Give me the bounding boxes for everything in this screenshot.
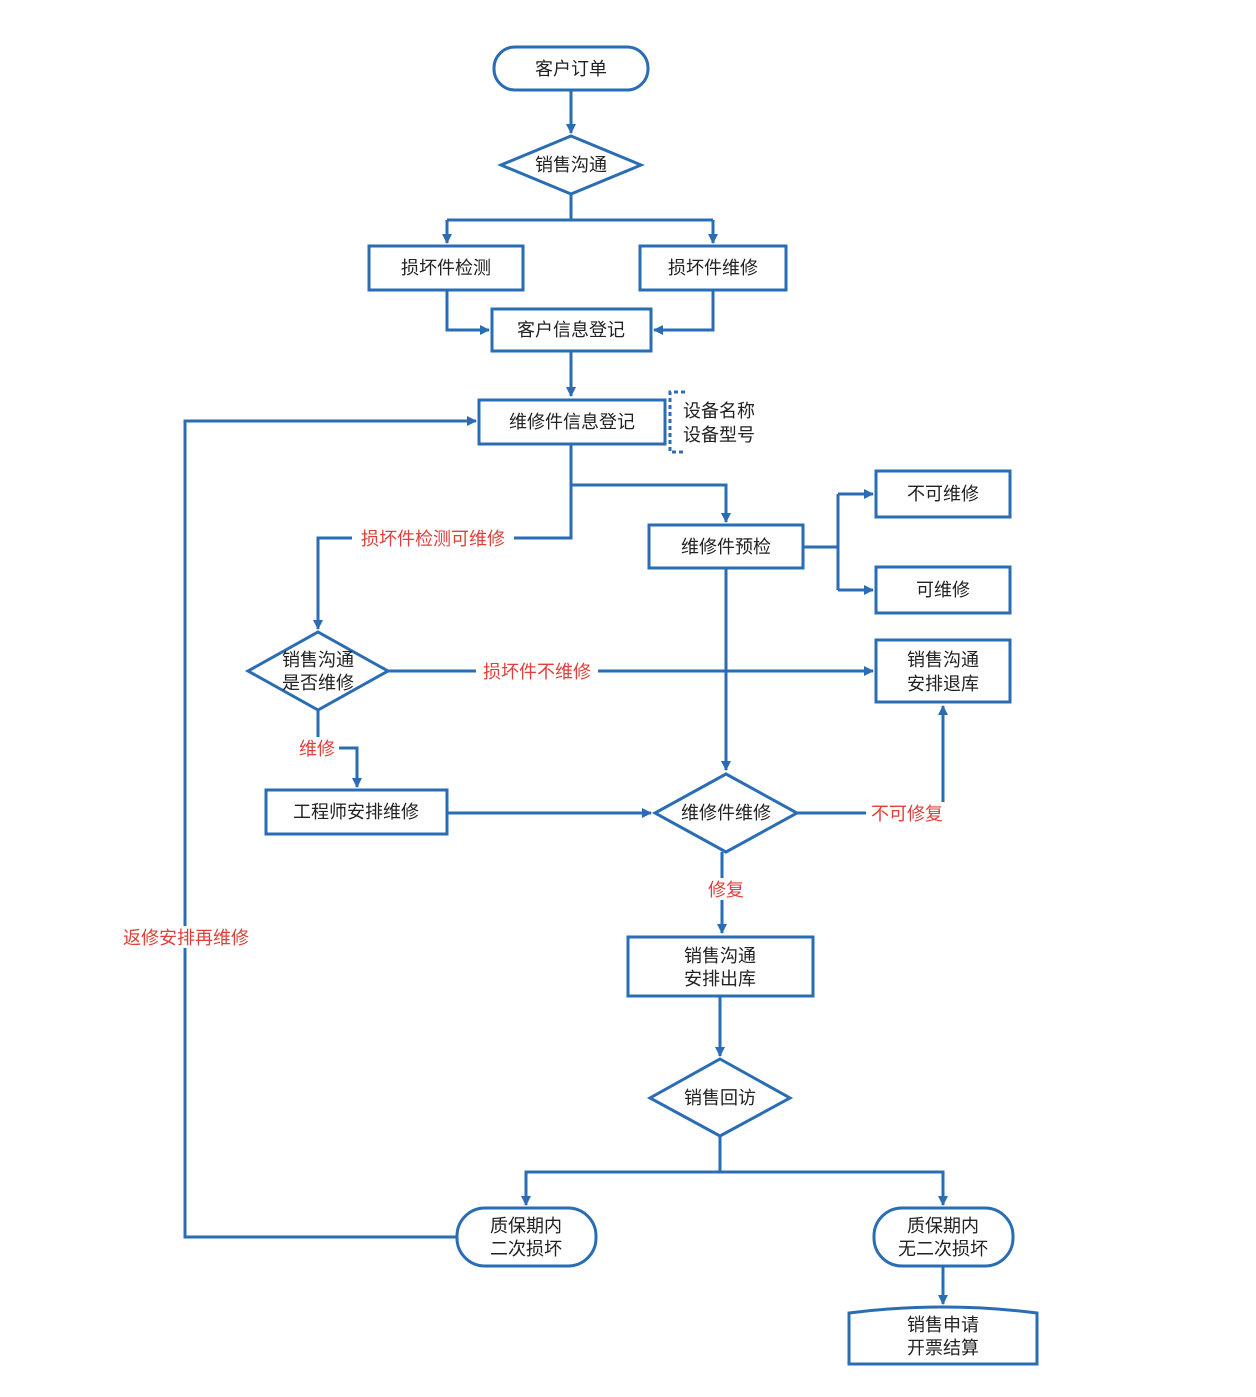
edges	[183, 90, 948, 1305]
label-detect-repairable: 损坏件检测可维修	[361, 529, 505, 549]
node-no-damage-line1: 质保期内	[907, 1216, 979, 1236]
node-damage-detect	[367, 244, 525, 292]
label-bg-4	[866, 802, 948, 824]
node-part-info	[477, 398, 667, 446]
node-repairable-label: 可维修	[916, 580, 970, 600]
edge-part-to-precheck	[569, 444, 731, 523]
note-device-name: 设备名称	[683, 401, 755, 421]
node-invoice-line1: 销售申请	[907, 1315, 979, 1335]
node-precheck-label: 维修件预检	[681, 537, 771, 557]
node-invoice	[847, 1305, 1039, 1366]
node-damage-detect-label: 损坏件检测	[401, 258, 491, 278]
node-precheck	[647, 523, 805, 570]
node-order	[492, 45, 650, 92]
node-invoice-line2: 开票结算	[907, 1338, 979, 1358]
node-repair	[651, 772, 801, 854]
node-engineer	[264, 788, 449, 836]
label-fixed: 修复	[708, 880, 744, 900]
node-sales-comm-label: 销售沟通	[535, 155, 607, 175]
label-bg-3	[295, 737, 339, 759]
node-engineer-label: 工程师安排维修	[293, 802, 419, 822]
node-return-stock	[874, 638, 1012, 704]
node-out-stock	[626, 935, 815, 998]
note-device-model: 设备型号	[683, 425, 755, 445]
node-not-repairable-label: 不可维修	[907, 484, 979, 504]
node-followup-label: 销售回访	[684, 1088, 756, 1108]
node-decide	[244, 630, 392, 712]
node-out-stock-line2: 安排出库	[684, 969, 756, 989]
node-no-damage	[872, 1206, 1015, 1268]
node-part-info-label: 维修件信息登记	[509, 412, 635, 432]
label-repair-yes: 维修	[299, 739, 335, 759]
edge-split-to-detect	[447, 218, 713, 243]
edge-part-to-decide	[313, 485, 573, 630]
edge-return-repair-loop	[183, 416, 477, 1239]
edge-repair-to-return	[797, 705, 948, 815]
node-decide-line1: 销售沟通	[282, 650, 354, 670]
edge-followup-to-nodamage	[720, 1170, 948, 1206]
label-bg-1	[352, 527, 514, 549]
label-bg-6	[113, 926, 259, 948]
edge-repair-to-info	[653, 290, 715, 335]
node-customer-info-label: 客户信息登记	[517, 320, 625, 340]
note-bracket	[668, 390, 685, 454]
label-bg-5	[704, 878, 748, 900]
edge-followup-split	[521, 1136, 722, 1206]
node-damaged-again-line2: 二次损坏	[490, 1239, 562, 1259]
edge-detect-to-info	[445, 290, 490, 335]
edge-labels: 损坏件检测可维修 损坏件不维修 维修 不可修复 修复 返修安排再维修	[113, 527, 948, 948]
node-no-damage-line2: 无二次损坏	[898, 1239, 988, 1259]
node-order-label: 客户订单	[535, 59, 607, 79]
node-damage-repair	[638, 244, 788, 292]
node-followup	[646, 1057, 794, 1138]
node-damage-repair-label: 损坏件维修	[668, 258, 758, 278]
label-unrepairable: 不可修复	[871, 804, 943, 824]
node-repair-label: 维修件维修	[681, 803, 771, 823]
node-decide-line2: 是否维修	[282, 673, 354, 693]
node-damaged-again	[455, 1206, 598, 1268]
node-not-repairable	[874, 469, 1012, 519]
edge-precheck-branch	[804, 494, 840, 590]
nodes: 客户订单 销售沟通 损坏件检测 损坏件维修 客户信息登记 维修件信息登记 设备名…	[244, 45, 1039, 1366]
node-damaged-again-line1: 质保期内	[490, 1216, 562, 1236]
node-return-stock-line1: 销售沟通	[907, 650, 979, 670]
label-no-repair: 损坏件不维修	[483, 662, 591, 682]
node-return-stock-line2: 安排退库	[907, 674, 979, 694]
node-out-stock-line1: 销售沟通	[684, 946, 756, 966]
node-customer-info	[490, 307, 653, 353]
label-return-repair: 返修安排再维修	[123, 928, 249, 948]
node-repairable	[874, 565, 1012, 615]
node-sales-comm	[497, 134, 645, 196]
label-bg-2	[476, 660, 598, 682]
